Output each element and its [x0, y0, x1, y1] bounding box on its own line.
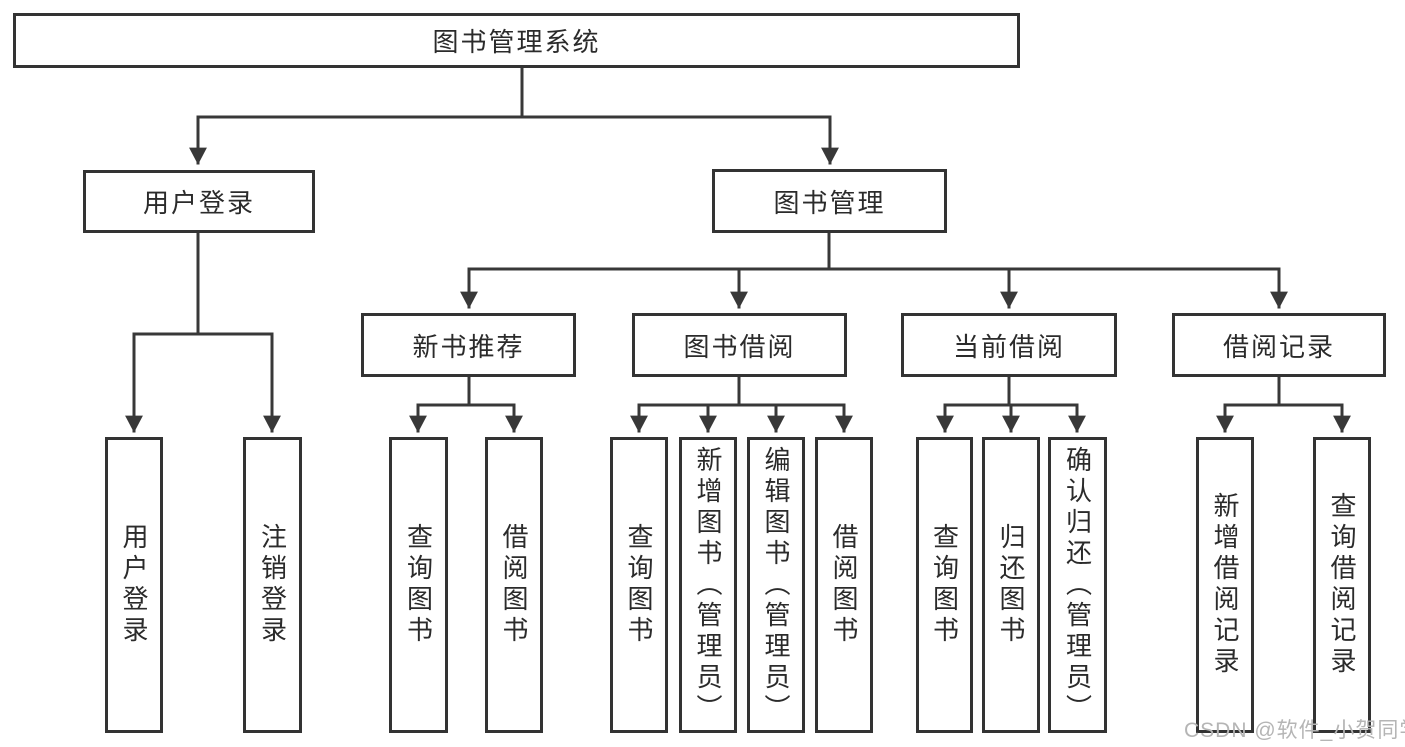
leaf-user-login: 用户登录 — [105, 437, 163, 733]
leaf-label: 用户登录 — [119, 523, 149, 647]
connector-newrecommend-to-leaves — [409, 375, 523, 433]
leaf-label: 借阅图书 — [499, 523, 529, 647]
connector-root-to-level2 — [189, 66, 839, 165]
leaf-query-books-recommend: 查询图书 — [389, 437, 448, 733]
leaf-label: 新增图书（管理员） — [693, 445, 723, 725]
connector-userlogin-to-leaves — [125, 231, 281, 433]
leaf-confirm-return-admin: 确认归还（管理员） — [1048, 437, 1107, 733]
node-label: 用户登录 — [142, 188, 255, 218]
leaf-add-borrow-record: 新增借阅记录 — [1196, 437, 1254, 733]
node-user-login: 用户登录 — [83, 170, 315, 233]
node-book-borrow: 图书借阅 — [632, 313, 847, 377]
node-label: 新书推荐 — [412, 331, 525, 362]
leaf-label: 查询图书 — [624, 523, 654, 647]
leaf-label: 新增借阅记录 — [1210, 492, 1240, 678]
node-label: 图书借阅 — [683, 331, 796, 362]
leaf-borrow-books-recommend: 借阅图书 — [485, 437, 543, 733]
leaf-label: 查询借阅记录 — [1327, 492, 1357, 678]
leaf-label: 查询图书 — [403, 523, 434, 647]
node-new-book-recommend: 新书推荐 — [361, 313, 576, 377]
node-library-management-system: 图书管理系统 — [13, 13, 1020, 68]
node-label: 借阅记录 — [1222, 331, 1335, 362]
leaf-return-books: 归还图书 — [982, 437, 1040, 733]
leaf-query-borrow-record: 查询借阅记录 — [1313, 437, 1371, 733]
leaf-label: 查询图书 — [929, 523, 960, 647]
connector-currentborrow-to-leaves — [936, 375, 1086, 433]
node-current-borrow: 当前借阅 — [901, 313, 1117, 377]
leaf-borrow-books: 借阅图书 — [815, 437, 873, 733]
connector-bookmgmt-to-level3 — [460, 231, 1288, 309]
connector-borrowrecords-to-leaves — [1216, 375, 1351, 433]
connector-bookborrow-to-leaves — [630, 375, 853, 433]
leaf-label: 借阅图书 — [829, 523, 859, 647]
leaf-label: 编辑图书（管理员） — [761, 445, 791, 725]
leaf-query-books-borrow: 查询图书 — [610, 437, 668, 733]
leaf-query-books-current: 查询图书 — [916, 437, 973, 733]
leaf-label: 注销登录 — [257, 523, 288, 647]
node-label: 图书管理 — [773, 187, 886, 218]
leaf-add-book-admin: 新增图书（管理员） — [679, 437, 737, 733]
node-borrow-records: 借阅记录 — [1172, 313, 1386, 377]
leaf-logout: 注销登录 — [243, 437, 302, 733]
csdn-watermark: CSDN @软件_小贺同学 — [1184, 719, 1405, 742]
node-label: 当前借阅 — [952, 331, 1065, 362]
leaf-label: 确认归还（管理员） — [1062, 445, 1093, 725]
leaf-label: 归还图书 — [996, 523, 1026, 647]
leaf-edit-book-admin: 编辑图书（管理员） — [747, 437, 805, 733]
node-label: 图书管理系统 — [432, 27, 601, 57]
node-book-management: 图书管理 — [712, 169, 947, 233]
